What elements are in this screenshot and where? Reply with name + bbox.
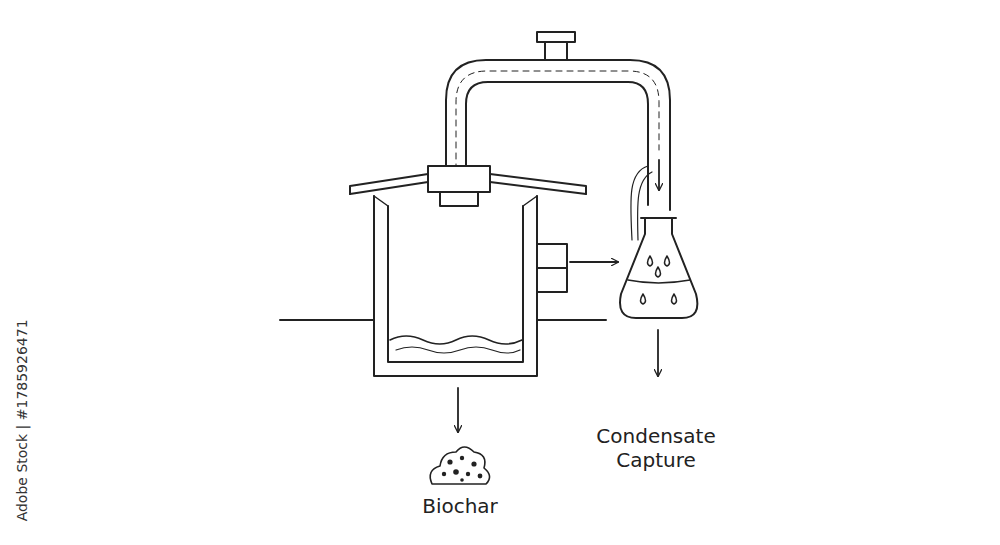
output-arrow: [657, 330, 659, 376]
ground-line: [537, 319, 606, 321]
condensate-drops: [641, 256, 677, 304]
kiln-inner-wall: [388, 206, 523, 362]
kiln-roof: [490, 182, 586, 194]
output-label: Biochar: [380, 494, 540, 518]
kiln-outer-wall: [374, 196, 537, 376]
pipe-flange: [537, 32, 575, 42]
pipe-flange: [545, 42, 567, 60]
kiln-neck: [440, 192, 478, 206]
vapor-arrow: [570, 261, 618, 263]
kiln-roof: [350, 174, 428, 194]
side-port: [537, 268, 567, 292]
pipe-centerline: [456, 71, 659, 170]
side-port: [537, 244, 567, 268]
kiln-wall: [523, 196, 537, 206]
ground-line: [280, 319, 374, 321]
kiln-roof: [350, 182, 428, 194]
biochar-pile: [430, 447, 489, 484]
liquid-wave: [396, 347, 520, 353]
biochar-granules: [442, 456, 483, 482]
flow-arrow: [658, 160, 660, 190]
liquid-wave: [390, 336, 522, 344]
flask-liquid: [628, 280, 690, 283]
flask-lip: [641, 217, 676, 219]
kiln-wall: [374, 196, 388, 206]
watermark: Adobe Stock | #1785926471: [14, 290, 31, 545]
flask: [620, 218, 697, 318]
output-label: Condensate Capture: [581, 424, 731, 472]
output-arrow: [457, 388, 459, 432]
kiln-roof: [490, 174, 586, 194]
kiln-neck: [428, 166, 490, 192]
pipe-inner: [466, 82, 648, 205]
